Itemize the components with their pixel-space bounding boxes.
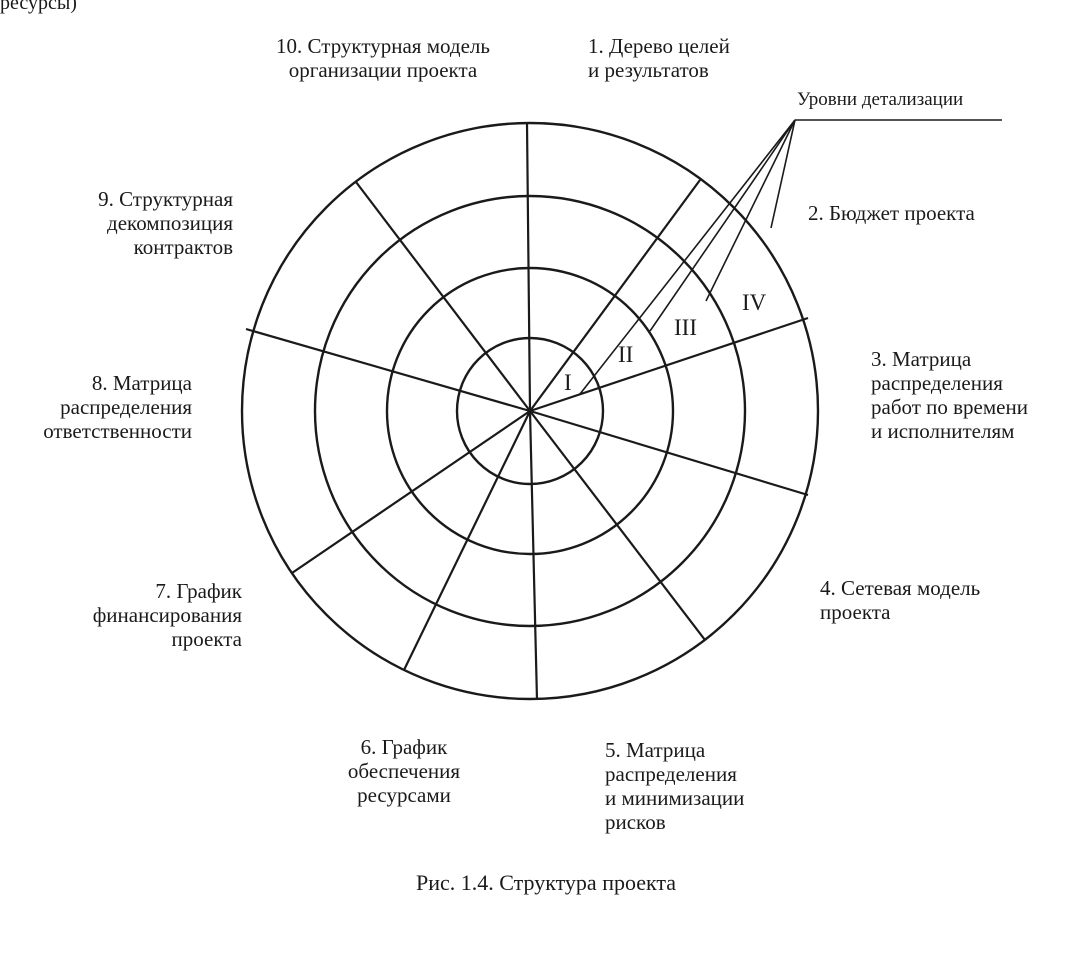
sector-spokes xyxy=(245,122,809,701)
sector-spoke xyxy=(529,179,701,412)
level-numeral-3: III xyxy=(674,315,697,340)
level-numeral-4: IV xyxy=(742,290,767,315)
sector-spoke xyxy=(525,122,532,412)
level-numeral-2: II xyxy=(618,342,633,367)
sector-spoke xyxy=(403,410,531,671)
sector-spoke xyxy=(529,409,809,497)
sector-label-7: 7. График финансирования проекта xyxy=(92,579,242,651)
sector-label-3: 3. Матрица распределения работ по времен… xyxy=(871,347,1028,443)
level-ring-3 xyxy=(313,194,747,628)
sector-spoke xyxy=(291,410,531,574)
sector-label-1: 1. Дерево целей и результатов xyxy=(588,34,730,82)
sector-label-9: 9. Структурная декомпозиция контрактов xyxy=(98,187,233,259)
sector-label-4: 4. Сетевая модель проекта xyxy=(820,576,981,624)
level-leader-lines xyxy=(579,119,1002,395)
figure-caption: Рис. 1.4. Структура проекта xyxy=(415,870,677,895)
sector-label-5: 5. Матрица распределения и минимизации р… xyxy=(605,738,745,834)
sector-label-10: 10. Структурная модель организации проек… xyxy=(276,34,490,82)
sector-spoke xyxy=(529,316,809,413)
level-leader-line xyxy=(770,119,796,229)
level-leader-line xyxy=(579,119,796,395)
sector-spoke xyxy=(528,410,539,701)
level-numeral-1: I xyxy=(564,370,572,395)
sector-spoke xyxy=(245,327,531,413)
levels-title: Уровни детализации xyxy=(797,89,964,110)
sector-label-6: 6. График обеспечения ресурсами xyxy=(347,735,461,807)
level-ring-2 xyxy=(385,266,675,556)
corner-text-fragment: ресурсы) xyxy=(0,0,77,14)
level-leader-line xyxy=(649,119,796,332)
level-rings xyxy=(240,121,820,701)
sector-label-8: 8. Матрица распределения ответственности xyxy=(43,371,192,443)
sector-spoke xyxy=(529,410,706,641)
sector-spoke xyxy=(355,181,531,412)
sector-label-2: 2. Бюджет проекта xyxy=(808,201,975,225)
level-leader-line xyxy=(705,119,796,302)
level-ring-4 xyxy=(240,121,820,701)
